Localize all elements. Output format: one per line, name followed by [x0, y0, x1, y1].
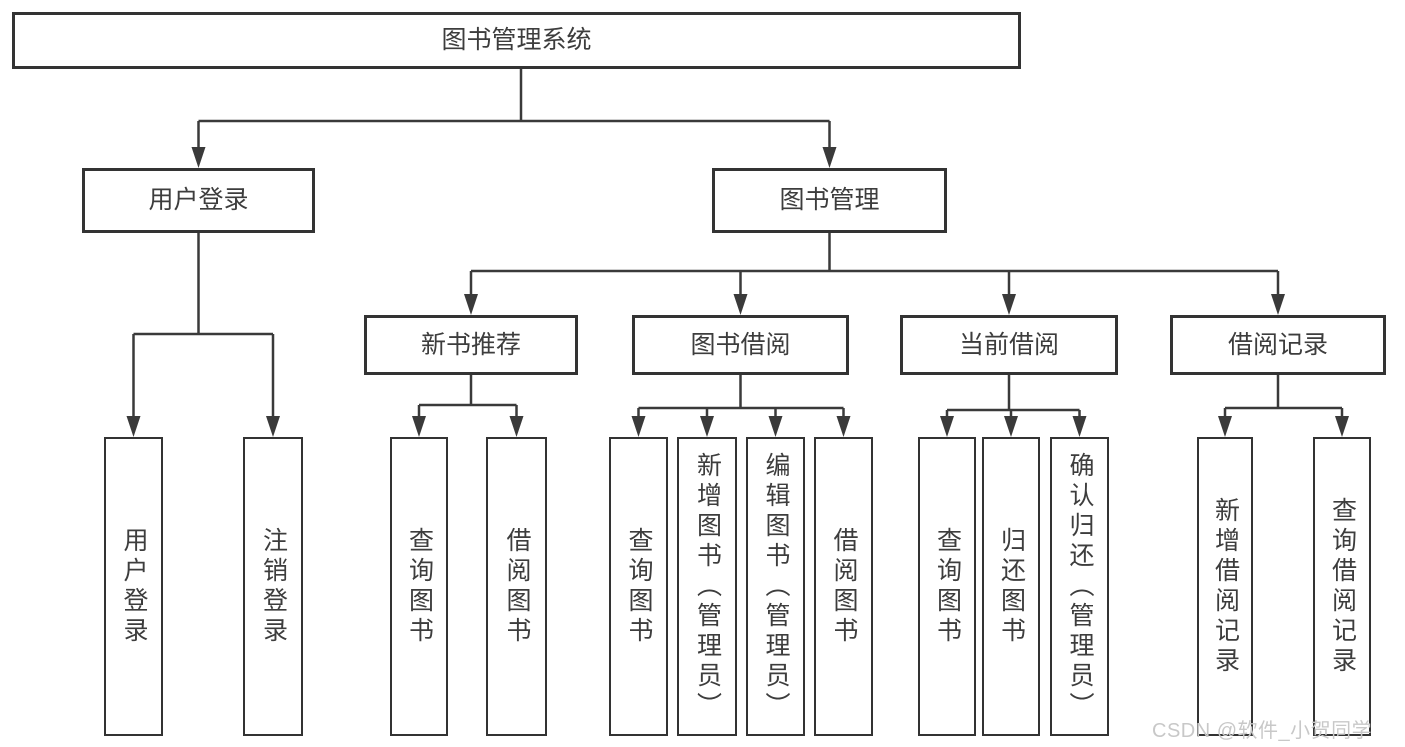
node-label: 注销登录 [259, 526, 288, 647]
arrow-down-icon [631, 416, 646, 437]
arrow-down-icon [1072, 416, 1087, 437]
node-label: 图书管理 [779, 186, 880, 214]
leaf-return-books: 归还图书 [982, 437, 1040, 736]
arrow-down-icon [1004, 416, 1018, 437]
node-borrowing-records: 借阅记录 [1170, 315, 1386, 375]
leaf-edit-book-admin: 编辑图书（管理员） [746, 437, 805, 736]
leaf-confirm-return-admin: 确认归还（管理员） [1050, 437, 1109, 736]
arrow-down-icon [940, 416, 954, 437]
connector-user-login-children [126, 232, 280, 437]
node-current-borrowing: 当前借阅 [900, 315, 1118, 375]
node-label: 查询图书 [625, 526, 653, 647]
node-label: 新书推荐 [420, 330, 521, 359]
node-book-borrowing: 图书借阅 [632, 315, 849, 375]
arrow-down-icon [509, 416, 524, 437]
arrow-down-icon [700, 416, 714, 437]
arrow-down-icon [266, 416, 280, 437]
node-user-login: 用户登录 [82, 168, 315, 233]
node-label: 图书管理系统 [441, 26, 592, 54]
node-label: 借阅记录 [1227, 330, 1328, 359]
leaf-query-books-2: 查询图书 [609, 437, 668, 736]
connector-new-book-recommend-children [412, 375, 524, 437]
node-label: 用户登录 [120, 526, 148, 647]
arrow-down-icon [768, 416, 783, 437]
leaf-add-borrow-record: 新增借阅记录 [1197, 437, 1253, 736]
connector-root-to-level2 [191, 68, 837, 168]
connector-borrowing-records-children [1218, 375, 1349, 437]
node-label: 编辑图书（管理员） [762, 451, 790, 722]
node-label: 新增借阅记录 [1211, 496, 1240, 677]
arrow-down-icon [1271, 294, 1285, 315]
connector-current-borrowing-children [940, 375, 1087, 437]
connector-book-management-children [464, 232, 1285, 315]
leaf-query-books-1: 查询图书 [390, 437, 448, 736]
arrow-down-icon [822, 147, 837, 168]
node-label: 查询借阅记录 [1328, 496, 1357, 677]
node-label: 确认归还（管理员） [1066, 451, 1094, 722]
node-label: 查询图书 [405, 526, 434, 647]
node-label: 借阅图书 [503, 526, 531, 647]
leaf-user-login: 用户登录 [104, 437, 163, 736]
arrow-down-icon [836, 416, 851, 437]
arrow-down-icon [733, 294, 748, 315]
node-library-management-system: 图书管理系统 [12, 12, 1021, 69]
arrow-down-icon [1002, 294, 1016, 315]
arrow-down-icon [1335, 416, 1349, 437]
node-label: 借阅图书 [830, 526, 858, 647]
node-new-book-recommend: 新书推荐 [364, 315, 578, 375]
node-label: 新增图书（管理员） [693, 451, 722, 722]
arrow-down-icon [412, 416, 426, 437]
arrow-down-icon [1218, 416, 1232, 437]
node-label: 归还图书 [997, 526, 1026, 647]
leaf-query-borrow-record: 查询借阅记录 [1313, 437, 1371, 736]
leaf-query-books-3: 查询图书 [918, 437, 976, 736]
node-book-management: 图书管理 [712, 168, 947, 233]
csdn-watermark: CSDN @软件_小贺同学 [1152, 720, 1373, 742]
arrow-down-icon [191, 147, 206, 168]
node-label: 用户登录 [148, 186, 249, 214]
leaf-borrow-books-1: 借阅图书 [486, 437, 547, 736]
leaf-logout: 注销登录 [243, 437, 303, 736]
node-label: 当前借阅 [958, 330, 1059, 359]
node-label: 图书借阅 [690, 330, 791, 359]
leaf-add-book-admin: 新增图书（管理员） [677, 437, 737, 736]
arrow-down-icon [126, 416, 141, 437]
connector-book-borrowing-children [631, 375, 851, 437]
leaf-borrow-books-2: 借阅图书 [814, 437, 873, 736]
arrow-down-icon [464, 294, 478, 315]
node-label: 查询图书 [933, 526, 962, 647]
